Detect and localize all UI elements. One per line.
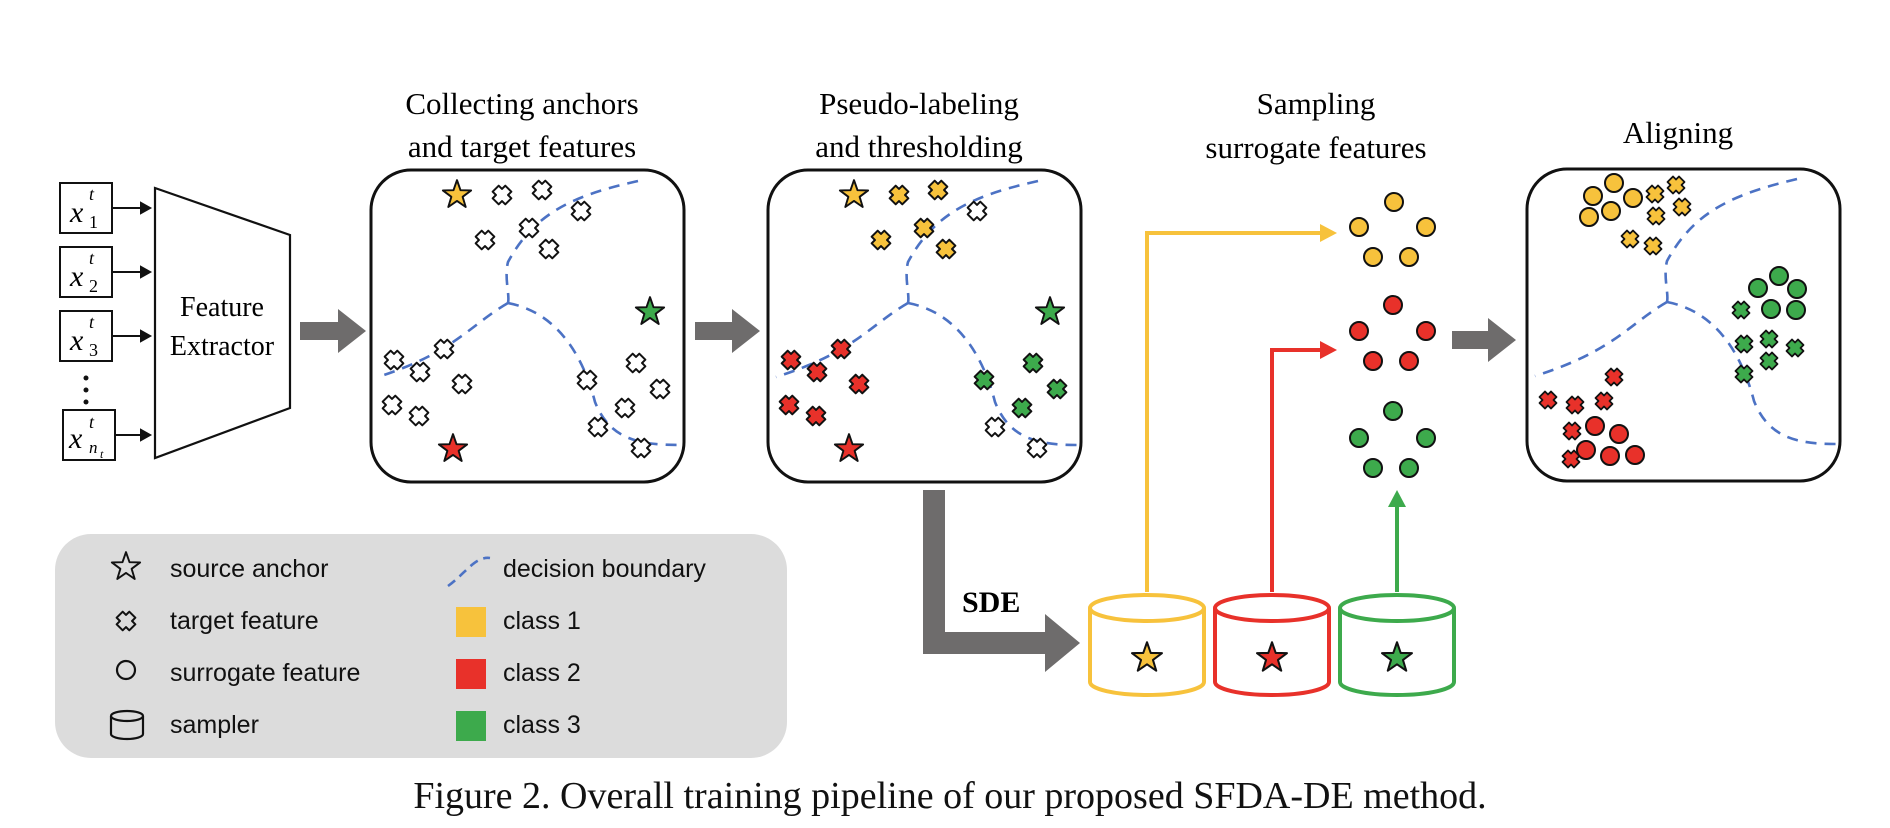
legend-label-decision-boundary: decision boundary	[503, 555, 706, 583]
svg-text:t: t	[89, 312, 95, 332]
arrow-samples-to-panel4	[1452, 318, 1516, 362]
flow-arrows	[300, 309, 1516, 672]
stage2-title-line2: and thresholding	[815, 129, 1023, 164]
svg-text:x: x	[69, 196, 84, 229]
svg-text:t: t	[89, 248, 95, 268]
legend: source anchor target feature surrogate f…	[55, 534, 787, 758]
svg-text:3: 3	[89, 340, 98, 360]
input-ellipsis	[83, 375, 89, 405]
decision-boundary	[775, 179, 1079, 447]
legend-label-source-anchor: source anchor	[170, 555, 328, 583]
square-yellow-icon	[456, 607, 486, 637]
surrogate-class1	[1349, 192, 1436, 267]
svg-text:t: t	[89, 184, 95, 204]
sampler-class1	[1088, 593, 1206, 697]
stage3-title-line1: Sampling	[1257, 86, 1376, 121]
cylinder-icon	[109, 709, 145, 741]
decision-boundary	[377, 179, 681, 447]
square-green-icon	[456, 711, 486, 741]
arrow-extractor-to-panel1	[300, 309, 366, 353]
arrow-panel1-to-panel2	[695, 309, 760, 353]
aligned-class1	[1579, 173, 1692, 256]
aligned-class2	[1538, 367, 1645, 469]
svg-text:t: t	[100, 447, 104, 461]
samplers	[1088, 593, 1456, 697]
panel-pseudo-labeling	[766, 168, 1083, 484]
circle-outline-icon	[115, 659, 137, 681]
svg-text:n: n	[89, 438, 98, 457]
legend-label-target-feature: target feature	[170, 607, 319, 635]
sampler-class3	[1338, 593, 1456, 697]
panel-aligning	[1525, 167, 1842, 483]
sde-label: SDE	[962, 586, 1020, 619]
sampling-arrows	[1145, 231, 1399, 592]
stage-titles: Collecting anchors and target features P…	[405, 86, 1733, 165]
figure-caption: Figure 2. Overall training pipeline of o…	[413, 775, 1486, 817]
input-box-3: x t 3	[59, 310, 113, 362]
feature-extractor: Feature Extractor	[153, 186, 292, 460]
svg-text:x: x	[69, 324, 84, 357]
stage2-title-line1: Pseudo-labeling	[819, 86, 1019, 121]
surrogate-samples	[1349, 192, 1436, 478]
surrogate-class3	[1349, 401, 1436, 478]
dashed-curve-icon	[447, 556, 491, 588]
svg-text:1: 1	[89, 212, 98, 232]
legend-label-sampler: sampler	[170, 711, 259, 739]
stage1-title-line1: Collecting anchors	[405, 86, 638, 121]
stage4-title: Aligning	[1623, 115, 1733, 150]
input-arrows	[113, 201, 153, 442]
sampler-class2	[1213, 593, 1331, 697]
svg-text:2: 2	[89, 276, 98, 296]
stage3-title-line2: surrogate features	[1205, 130, 1426, 165]
aligned-class3	[1731, 266, 1807, 384]
legend-label-class3: class 3	[503, 711, 581, 739]
extractor-label-line2: Extractor	[170, 331, 275, 362]
input-box-2: x t 2	[59, 246, 113, 298]
extractor-label-line1: Feature	[180, 292, 264, 323]
sampling-arrowheads	[1320, 224, 1406, 507]
svg-text:t: t	[89, 412, 95, 432]
legend-label-class1: class 1	[503, 607, 581, 635]
square-red-icon	[456, 659, 486, 689]
input-box-nt: x t n t	[62, 409, 116, 461]
stage1-title-line2: and target features	[408, 129, 636, 164]
input-stack: x t 1 x t 2 x t 3 x t n t	[59, 182, 153, 461]
sde-arrow	[923, 490, 1080, 672]
legend-label-class2: class 2	[503, 659, 581, 687]
legend-label-surrogate-feature: surrogate feature	[170, 659, 360, 687]
panel-collecting	[369, 168, 686, 484]
input-box-1: x t 1	[59, 182, 113, 234]
surrogate-class2	[1349, 295, 1436, 371]
svg-text:x: x	[69, 260, 84, 293]
decision-boundary	[1534, 177, 1838, 446]
svg-text:x: x	[68, 422, 83, 455]
